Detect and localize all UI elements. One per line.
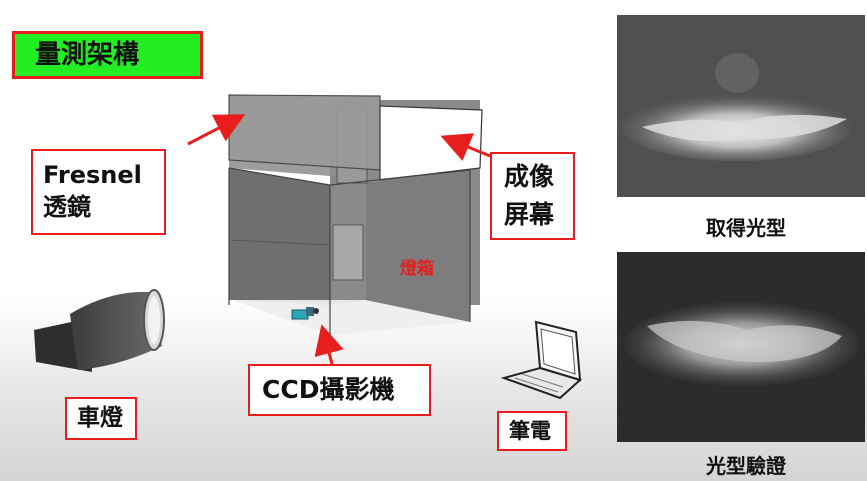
light-box-floor	[233, 300, 470, 335]
arrow-to-fresnel	[187, 114, 246, 146]
imaging-screen	[379, 105, 483, 181]
fresnel-lens-label: Fresnel 透鏡	[31, 149, 166, 235]
screen-label-line1: 成像	[504, 162, 555, 191]
arrow-to-screen	[440, 133, 491, 161]
page-title: 量測架構	[12, 31, 203, 79]
laptop-icon	[500, 320, 582, 400]
beam-pattern-photo-verified	[617, 252, 865, 442]
lightbox-label: 燈箱	[400, 258, 434, 279]
fresnel-lens-plane	[228, 94, 381, 171]
light-box-right-wall	[366, 170, 470, 322]
ccd-camera-icon	[291, 307, 319, 320]
laptop-label: 筆電	[497, 411, 567, 451]
imaging-screen-label: 成像 屏幕	[490, 152, 575, 240]
arrow-to-ccd	[314, 324, 344, 365]
headlamp-label: 車燈	[65, 397, 137, 440]
caption-verify-pattern: 光型驗證	[706, 454, 786, 478]
fresnel-label-line1: Fresnel	[43, 161, 142, 189]
caption-obtain-pattern: 取得光型	[706, 216, 786, 240]
light-box-left-wall	[229, 168, 330, 300]
light-box	[228, 94, 483, 335]
fresnel-label-line2: 透鏡	[43, 193, 91, 221]
ccd-camera-label: CCD攝影機	[248, 364, 431, 416]
headlamp-icon	[34, 289, 165, 372]
beam-pattern-photo-obtained	[617, 15, 865, 197]
screen-label-line2: 屏幕	[504, 200, 555, 229]
